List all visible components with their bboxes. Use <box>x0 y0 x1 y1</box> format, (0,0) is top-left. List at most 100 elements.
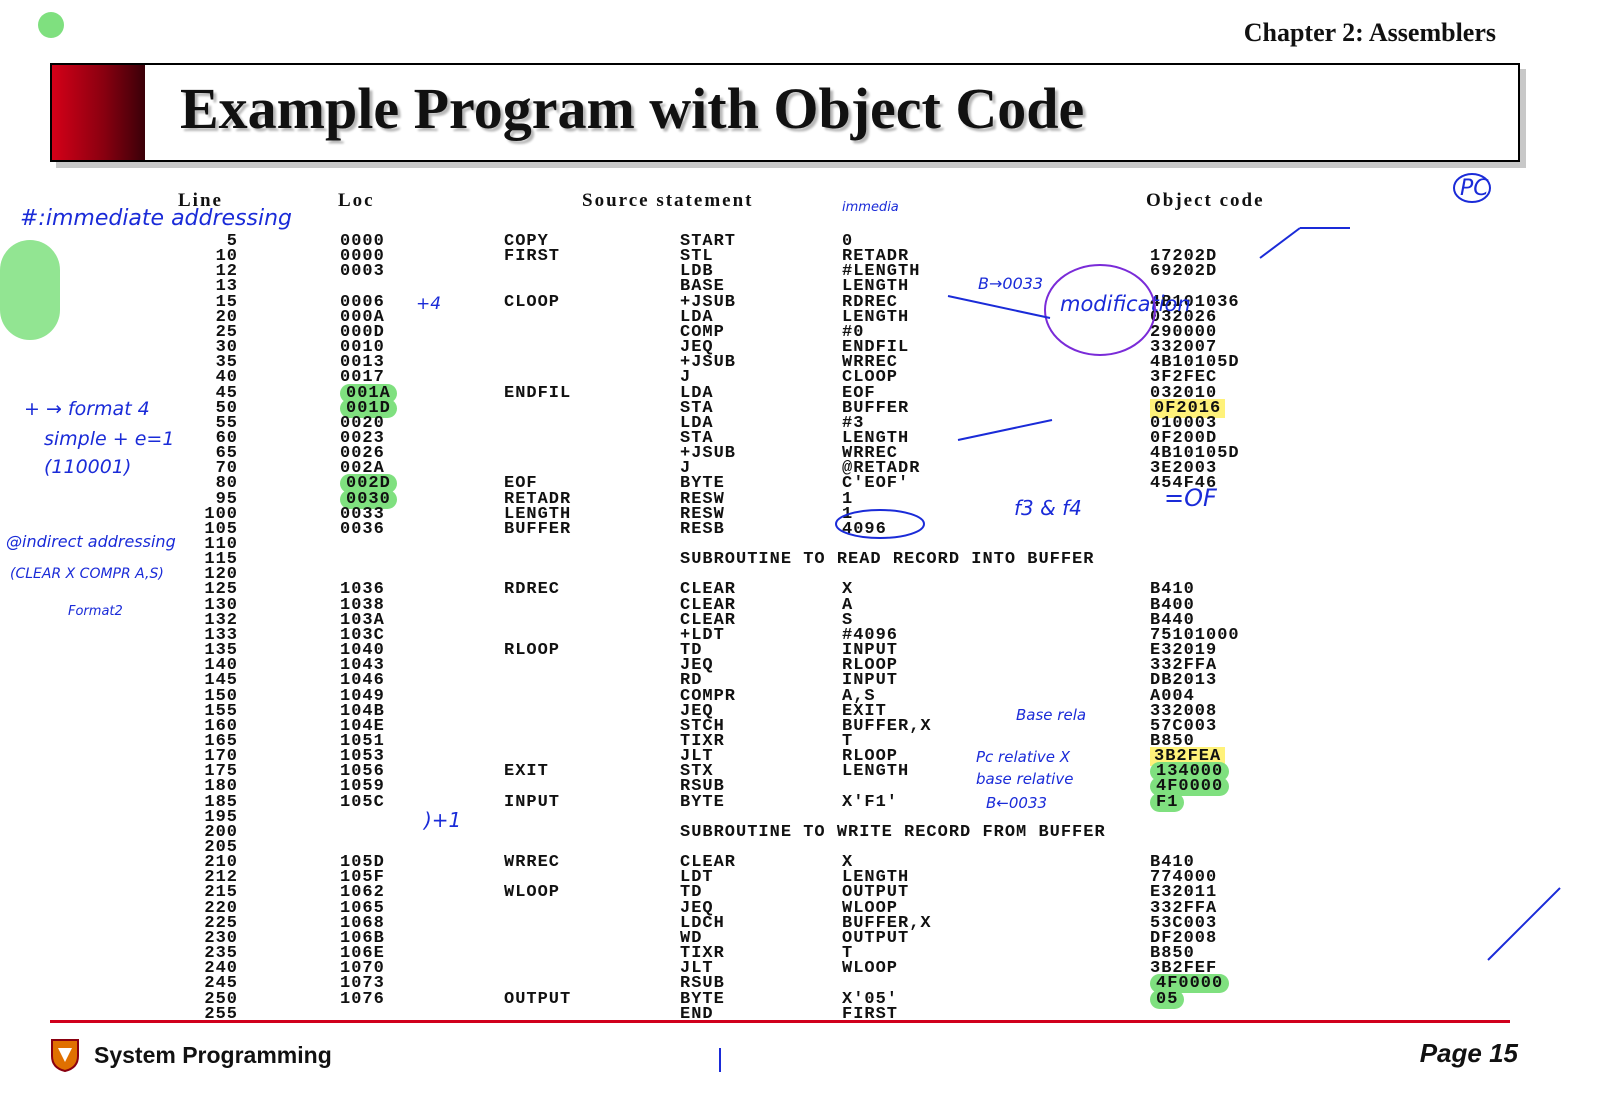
cell-operand: X'F1' <box>842 792 899 812</box>
cell-line: 40 <box>215 368 238 388</box>
cell-obj: 332008 <box>1150 701 1218 721</box>
cell-operand: LENGTH <box>842 307 910 327</box>
cell-loc: 105F <box>340 868 385 888</box>
cell-operand: X'05' <box>842 989 899 1009</box>
cell-line: 110 <box>204 535 238 554</box>
cell-label: RLOOP <box>504 641 561 661</box>
cell-loc: 1062 <box>340 883 385 903</box>
annotation-b-value: B←0033 <box>986 794 1048 812</box>
cell-line: 215 <box>204 883 238 903</box>
cell-operand: T <box>842 944 854 964</box>
cell-op: RD <box>680 671 703 691</box>
cell-label: EOF <box>504 474 538 494</box>
cell-line: 30 <box>215 338 238 358</box>
cell-op: J <box>680 368 692 388</box>
cell-line: 195 <box>204 807 238 827</box>
cell-line: 65 <box>215 444 238 464</box>
col-header-object: Object code <box>1146 190 1265 211</box>
cell-op: LDA <box>680 413 714 433</box>
cell-operand: BUFFER,X <box>842 913 932 933</box>
highlight-blob-left <box>0 240 60 340</box>
cell-obj: 332FFA <box>1150 656 1218 676</box>
cell-operand: RDREC <box>842 292 899 312</box>
col-header-loc: Loc <box>338 190 375 211</box>
cell-loc: 103C <box>340 625 385 645</box>
footer-course: System Programming <box>94 1042 332 1068</box>
cell-loc: 0006 <box>340 292 385 312</box>
cell-loc: 1043 <box>340 656 385 676</box>
cell-label: LENGTH <box>504 504 572 524</box>
cell-op: JLT <box>680 747 714 767</box>
cell-obj: 0F2016 <box>1150 398 1226 418</box>
cell-label: FIRST <box>504 247 561 267</box>
title-accent-block <box>52 65 145 160</box>
cell-obj: 332FFA <box>1150 898 1218 918</box>
cell-loc: 1056 <box>340 762 385 782</box>
cell-line: 60 <box>215 428 238 448</box>
cell-loc: 1046 <box>340 671 385 691</box>
cell-line: 133 <box>204 625 238 645</box>
cell-line: 130 <box>204 595 238 615</box>
cell-obj: 4F0000 <box>1150 974 1230 994</box>
cell-operand: WRREC <box>842 444 899 464</box>
cell-loc: 1065 <box>340 898 385 918</box>
cell-obj: 774000 <box>1150 868 1218 888</box>
cell-op: JLT <box>680 959 714 979</box>
cell-loc: 0003 <box>340 262 385 282</box>
cell-obj: 3E2003 <box>1150 459 1218 479</box>
cell-loc: 001D <box>340 398 397 418</box>
cell-label: EXIT <box>504 762 549 782</box>
cell-line: 185 <box>204 792 238 812</box>
cell-line: 180 <box>204 777 238 797</box>
cell-line: 205 <box>204 838 238 857</box>
cell-op: J <box>680 459 692 479</box>
cell-operand: EXIT <box>842 701 887 721</box>
cell-loc: 1073 <box>340 974 385 994</box>
cell-op: RESW <box>680 489 725 509</box>
cell-op: BASE <box>680 277 725 297</box>
cell-operand: 1 <box>842 489 854 509</box>
listing-row: 195 <box>0 807 1600 827</box>
cell-operand: #0 <box>842 322 865 342</box>
pc-circle <box>1453 173 1491 203</box>
cell-op: +JSUB <box>680 444 737 464</box>
cell-op: COMP <box>680 322 725 342</box>
cell-line: 20 <box>215 307 238 327</box>
cell-line: 135 <box>204 641 238 661</box>
cell-line: 95 <box>215 489 238 509</box>
cell-obj: B850 <box>1150 731 1195 751</box>
cell-line: 132 <box>204 610 238 630</box>
col-header-source: Source statement <box>582 190 754 211</box>
cell-line: 235 <box>204 944 238 964</box>
cell-operand: CLOOP <box>842 368 899 388</box>
cell-line: 225 <box>204 913 238 933</box>
cell-operand: RLOOP <box>842 656 899 676</box>
cell-obj: 290000 <box>1150 322 1218 342</box>
cell-loc: 1053 <box>340 747 385 767</box>
cell-obj: 010003 <box>1150 413 1218 433</box>
cell-line: 50 <box>215 398 238 418</box>
cell-obj: 0F200D <box>1150 428 1218 448</box>
cell-operand: #4096 <box>842 625 899 645</box>
cell-op: +LDT <box>680 625 725 645</box>
cell-obj: B410 <box>1150 580 1195 600</box>
cell-obj: B440 <box>1150 610 1195 630</box>
annotation-plus4: +4 <box>416 294 442 314</box>
